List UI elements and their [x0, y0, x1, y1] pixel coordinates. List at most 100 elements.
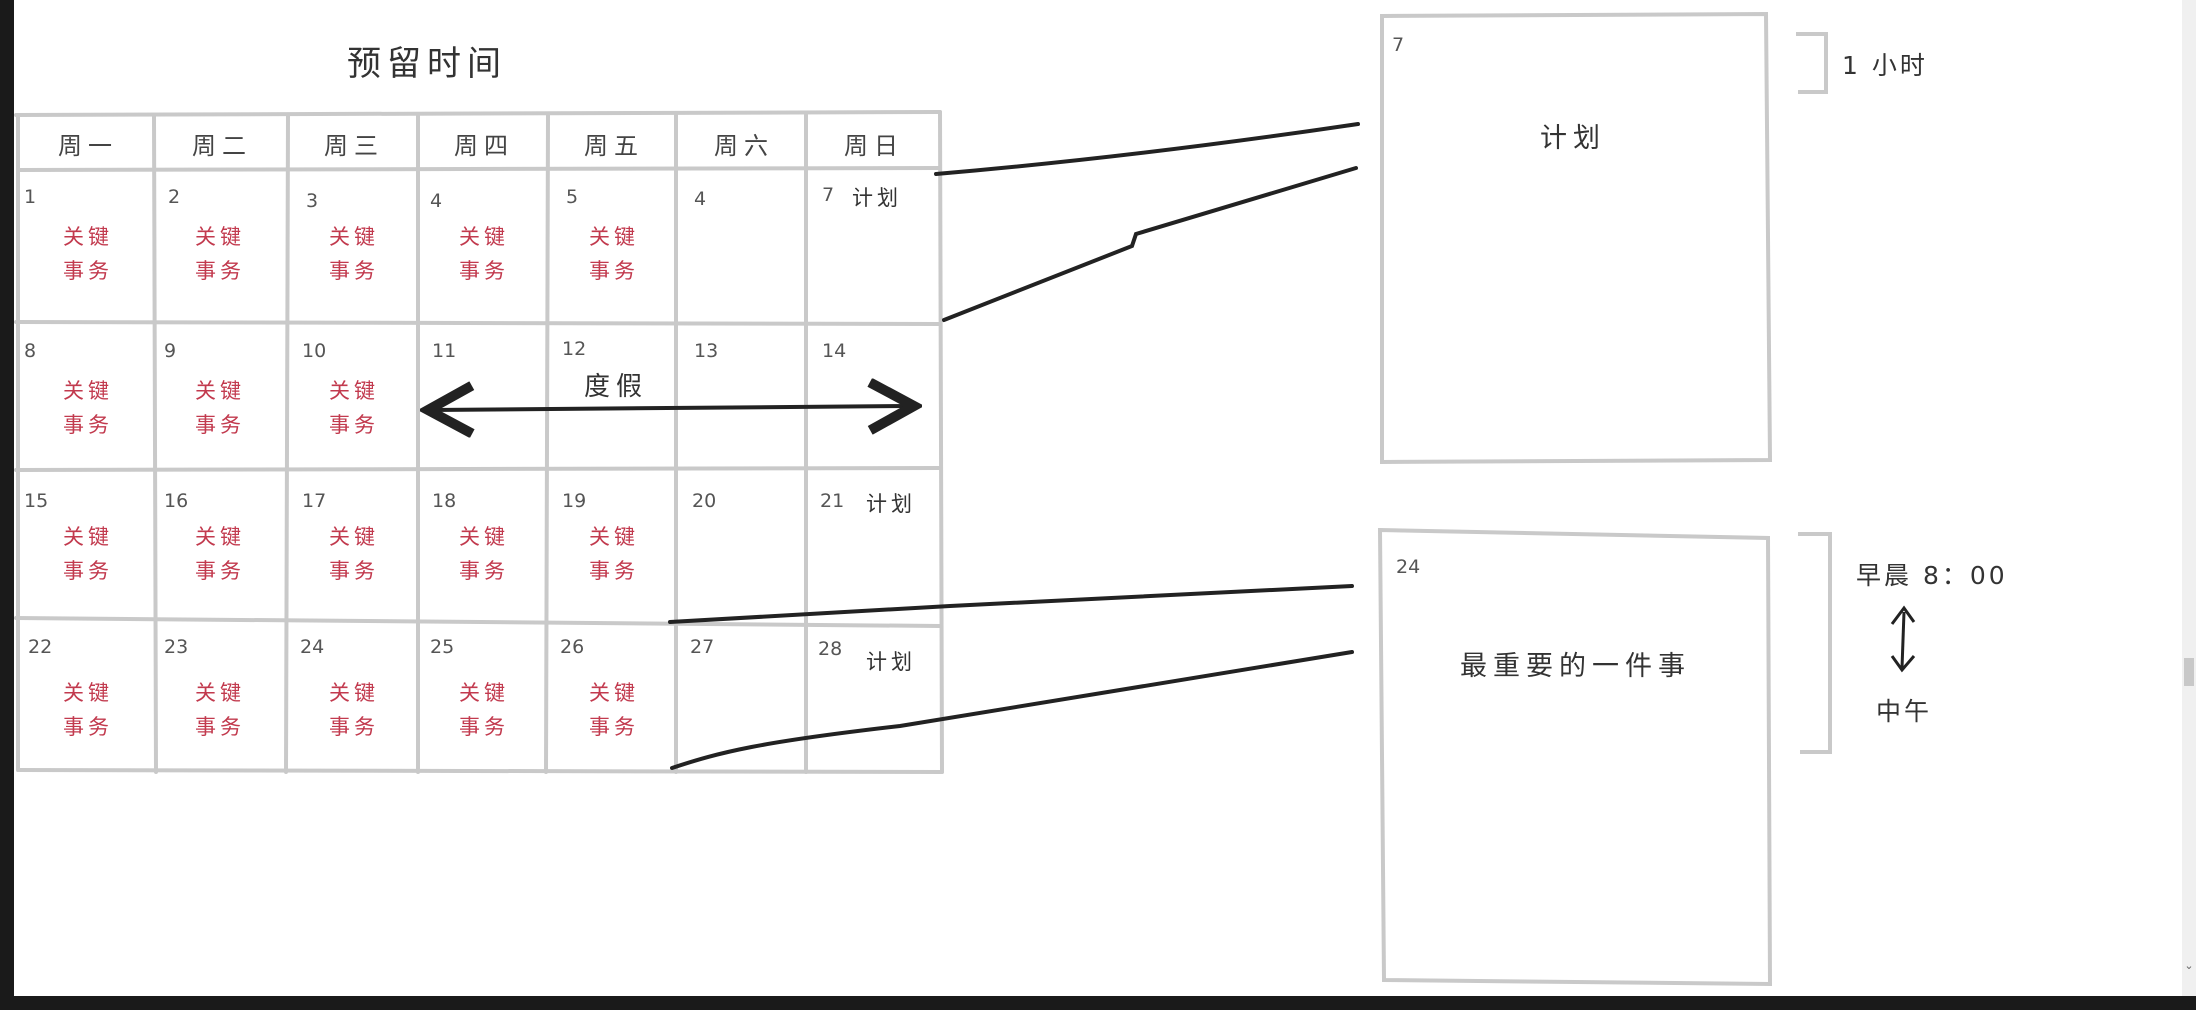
- day-number: 1: [24, 186, 37, 208]
- key-task-line1: 关键: [589, 681, 639, 705]
- vacation-label: 度假: [584, 372, 649, 402]
- window-left-edge: [0, 0, 14, 996]
- vacation-arrow: [432, 406, 910, 410]
- key-task-line1: 关键: [329, 525, 379, 549]
- key-task-line2: 事务: [195, 715, 245, 739]
- connector-top-lower: [942, 166, 1358, 322]
- key-task-line1: 关键: [459, 225, 509, 249]
- grid-line-top: [14, 110, 942, 117]
- day-number: 9: [164, 340, 177, 362]
- key-task-line1: 关键: [195, 525, 245, 549]
- calendar-grid: [14, 110, 944, 774]
- bracket-bottom: [1798, 532, 1832, 754]
- key-task-line2: 事务: [329, 559, 379, 583]
- key-task-line2: 事务: [589, 259, 639, 283]
- weekday-header: 周二: [192, 132, 252, 160]
- grid-line-header: [16, 166, 942, 172]
- key-task-line1: 关键: [63, 525, 113, 549]
- connector-lines: [668, 122, 1360, 770]
- detail-bottom-day: 24: [1396, 556, 1421, 578]
- key-task-line2: 事务: [63, 259, 113, 283]
- scroll-down-icon[interactable]: ⌄: [2184, 959, 2194, 972]
- day-number: 7: [822, 184, 835, 206]
- grid-col-1: [152, 113, 158, 774]
- key-task-line2: 事务: [63, 715, 113, 739]
- weekday-header: 周三: [324, 132, 384, 160]
- day-number: 27: [690, 636, 715, 658]
- day-number: 12: [562, 338, 587, 360]
- grid-line-row1: [14, 320, 942, 326]
- time-end-label: 中午: [1876, 697, 1933, 726]
- day-number: 4: [694, 188, 707, 210]
- day-number: 22: [28, 636, 53, 658]
- detail-box-top: [1380, 11, 1773, 465]
- key-task-line1: 关键: [459, 681, 509, 705]
- key-task-line2: 事务: [63, 559, 113, 583]
- vertical-scrollbar[interactable]: ⌄: [2182, 0, 2196, 996]
- key-task-line2: 事务: [459, 259, 509, 283]
- day-number: 17: [302, 490, 327, 512]
- day-number: 16: [164, 490, 189, 512]
- day-number: 5: [566, 186, 579, 208]
- time-range-arrow: [1890, 605, 1916, 673]
- day-number: 26: [560, 636, 585, 658]
- key-task-line1: 关键: [589, 525, 639, 549]
- day-number: 24: [300, 636, 325, 658]
- key-task-line2: 事务: [459, 715, 509, 739]
- detail-top-day: 7: [1392, 34, 1405, 56]
- key-task-line2: 事务: [589, 559, 639, 583]
- day-number: 8: [24, 340, 37, 362]
- detail-box-bottom: [1377, 527, 1773, 987]
- day-number: 2: [168, 186, 181, 208]
- weekday-header: 周五: [584, 132, 644, 160]
- grid-col-4: [544, 113, 550, 774]
- key-task-line1: 关键: [459, 525, 509, 549]
- key-task-line2: 事务: [195, 413, 245, 437]
- grid-line-row2: [14, 466, 942, 472]
- key-task-line2: 事务: [195, 259, 245, 283]
- key-task-line1: 关键: [589, 225, 639, 249]
- key-task-line2: 事务: [195, 559, 245, 583]
- weekday-header: 周一: [58, 132, 118, 160]
- key-task-line1: 关键: [63, 379, 113, 403]
- weekday-header: 周六: [714, 132, 774, 160]
- weekday-header: 周四: [454, 132, 514, 160]
- key-task-line1: 关键: [329, 379, 379, 403]
- day-number: 28: [818, 638, 843, 660]
- key-task-line1: 关键: [195, 379, 245, 403]
- day-number: 19: [562, 490, 587, 512]
- key-task-line1: 关键: [195, 225, 245, 249]
- day-number: 13: [694, 340, 719, 362]
- key-task-line1: 关键: [329, 681, 379, 705]
- window-bottom-bar: [0, 996, 2196, 1010]
- grid-col-2: [284, 113, 290, 774]
- day-number: 3: [306, 190, 319, 212]
- scrollbar-thumb[interactable]: [2184, 658, 2194, 686]
- time-start-label: 早晨 8：00: [1856, 561, 2008, 590]
- key-task-line2: 事务: [329, 413, 379, 437]
- key-task-line1: 关键: [329, 225, 379, 249]
- day-number: 23: [164, 636, 189, 658]
- day-number: 18: [432, 490, 457, 512]
- duration-label: 1 小时: [1842, 51, 1928, 80]
- connector-bottom-upper: [668, 584, 1354, 624]
- day-number: 20: [692, 490, 717, 512]
- day-number: 11: [432, 340, 457, 362]
- paper-background: [14, 0, 2182, 996]
- brackets: [1796, 32, 1832, 754]
- key-task-line2: 事务: [329, 259, 379, 283]
- connector-bottom-lower: [670, 650, 1354, 770]
- weekday-header: 周日: [844, 132, 904, 160]
- key-task-line1: 关键: [63, 225, 113, 249]
- key-task-line1: 关键: [195, 681, 245, 705]
- plan-label: 计划: [852, 186, 902, 210]
- key-task-line2: 事务: [589, 715, 639, 739]
- diagram-title: 预留时间: [347, 44, 507, 84]
- grid-line-bottom: [16, 768, 944, 774]
- detail-top-label: 计划: [1540, 123, 1606, 154]
- day-number: 4: [430, 190, 443, 212]
- key-task-line2: 事务: [459, 559, 509, 583]
- plan-label: 计划: [866, 650, 916, 674]
